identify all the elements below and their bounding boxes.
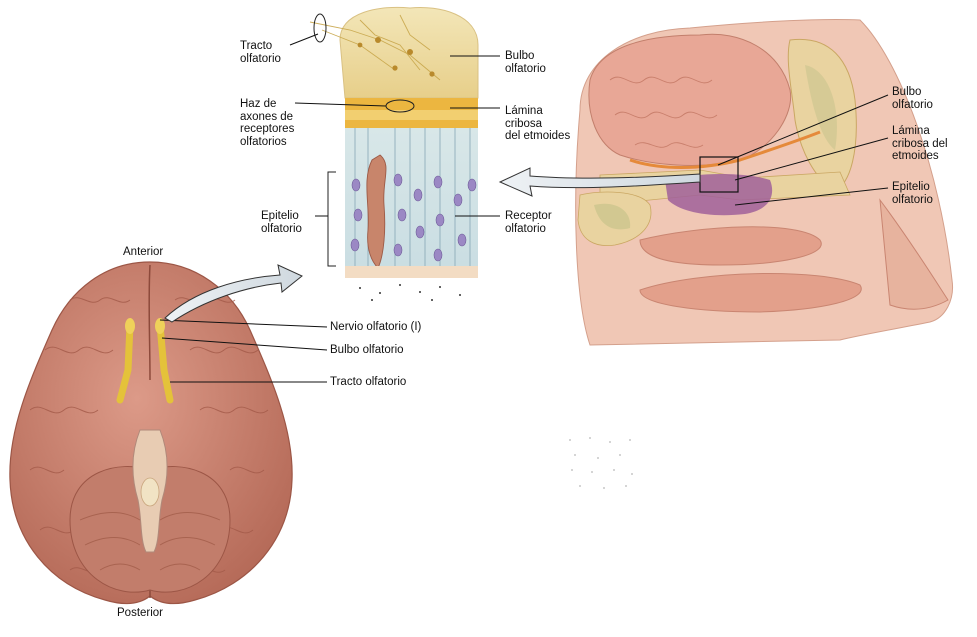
label-nervio-olfatorio: Nervio olfatorio (I) xyxy=(330,321,422,333)
label-haz-axones: Haz de axones de receptores olfatorios xyxy=(240,98,295,148)
nasal-cavity xyxy=(575,18,954,346)
brain-leader-lines xyxy=(159,319,328,383)
label-anterior: Anterior xyxy=(123,246,164,258)
label-tracto-olfatorio-detail: Tracto olfatorio xyxy=(240,40,281,65)
decorative-dots xyxy=(569,437,633,489)
zoom-arrow-right xyxy=(498,167,701,197)
label-bulbo-olfatorio-detail: Bulbo olfatorio xyxy=(505,50,546,75)
label-epitelio-nasal: Epitelio olfatorio xyxy=(892,181,933,206)
label-lamina-cribosa-detail: Lámina cribosa del etmoides xyxy=(505,105,571,142)
detail-leader-lines xyxy=(289,33,500,217)
label-bulbo-olfatorio-brain: Bulbo olfatorio xyxy=(330,344,404,356)
label-bulbo-olfatorio-nasal: Bulbo olfatorio xyxy=(892,86,933,111)
nasal-leader-lines xyxy=(717,94,889,206)
label-lamina-cribosa-nasal: Lámina cribosa del etmoides xyxy=(892,125,948,162)
label-posterior: Posterior xyxy=(117,607,164,619)
brain-inferior-view xyxy=(9,261,293,605)
label-receptor-olfatorio: Receptor olfatorio xyxy=(505,210,552,235)
label-tracto-olfatorio-brain: Tracto olfatorio xyxy=(330,376,407,388)
zoom-arrow-left xyxy=(164,264,303,323)
label-epitelio-detail: Epitelio olfatorio xyxy=(261,210,302,235)
olfactory-detail xyxy=(309,6,479,301)
